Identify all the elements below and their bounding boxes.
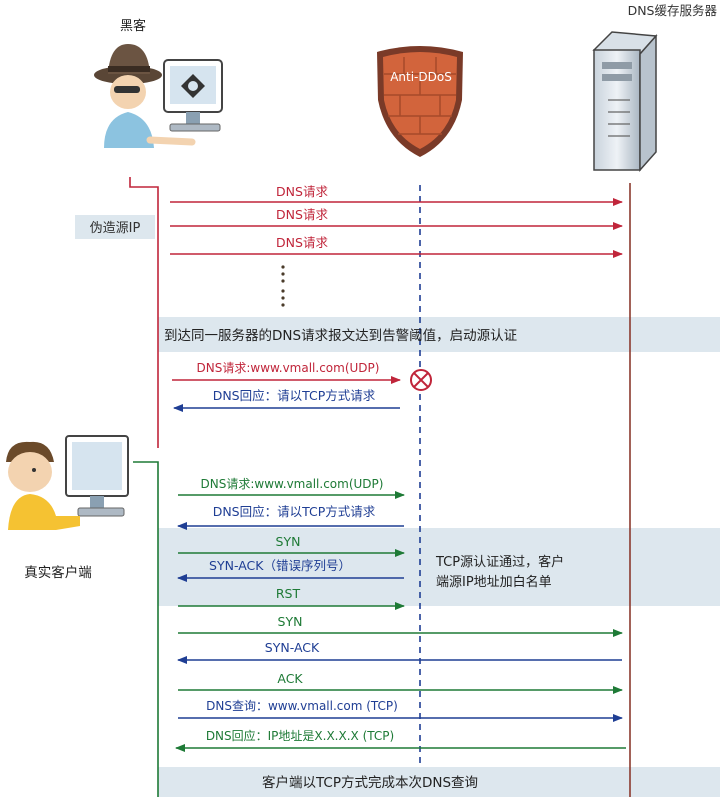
spoof-ip-label: 伪造源IP <box>90 221 141 236</box>
hacker-icon <box>94 44 196 148</box>
client-icon <box>6 435 129 530</box>
real-udp-request-label: DNS请求:www.vmall.com(UDP) <box>201 477 384 491</box>
flood-label-3: DNS请求 <box>276 235 328 250</box>
rst-label: RST <box>276 586 301 601</box>
ack-label: ACK <box>277 671 303 686</box>
dns-server-label: DNS缓存服务器 <box>628 3 718 18</box>
flood-label-2: DNS请求 <box>276 207 328 222</box>
spoof-label-bg <box>75 215 155 239</box>
auth-note-line-2: 端源IP地址加白名单 <box>436 574 552 590</box>
ellipsis-dots <box>281 265 285 307</box>
banner-tcp-auth-bg <box>158 528 720 606</box>
banner-threshold-text: 到达同一服务器的DNS请求报文达到告警阈值，启动源认证 <box>164 328 517 344</box>
tcp-query-label: DNS查询：www.vmall.com (TCP) <box>206 699 398 713</box>
spoof-reply-label: DNS回应：请以TCP方式请求 <box>213 388 376 403</box>
banner-threshold-bg <box>158 317 720 352</box>
hacker-lifeline <box>129 177 159 448</box>
real-reply-label: DNS回应：请以TCP方式请求 <box>213 504 376 519</box>
banner-complete-bg <box>158 767 720 797</box>
shield-label: Anti-DDoS <box>390 70 452 84</box>
synack-2-label: SYN-ACK <box>265 640 320 655</box>
server-icon <box>592 31 658 172</box>
block-icon <box>410 369 432 391</box>
synack-wrong-label: SYN-ACK（错误序列号） <box>209 558 351 573</box>
hacker-label: 黑客 <box>120 18 146 34</box>
flood-label-1: DNS请求 <box>276 184 328 199</box>
real-client-label: 真实客户端 <box>24 564 92 581</box>
computer-icon <box>163 59 223 132</box>
syn-2-label: SYN <box>278 614 303 629</box>
auth-note-line-1: TCP源认证通过，客户 <box>435 554 564 570</box>
shield-icon <box>377 46 463 157</box>
client-lifeline <box>133 461 159 797</box>
syn-1-label: SYN <box>276 534 301 549</box>
tcp-reply-label: DNS回应：IP地址是X.X.X.X (TCP) <box>206 728 394 743</box>
spoof-udp-request-label: DNS请求:www.vmall.com(UDP) <box>197 361 380 375</box>
banner-complete-text: 客户端以TCP方式完成本次DNS查询 <box>262 774 478 791</box>
